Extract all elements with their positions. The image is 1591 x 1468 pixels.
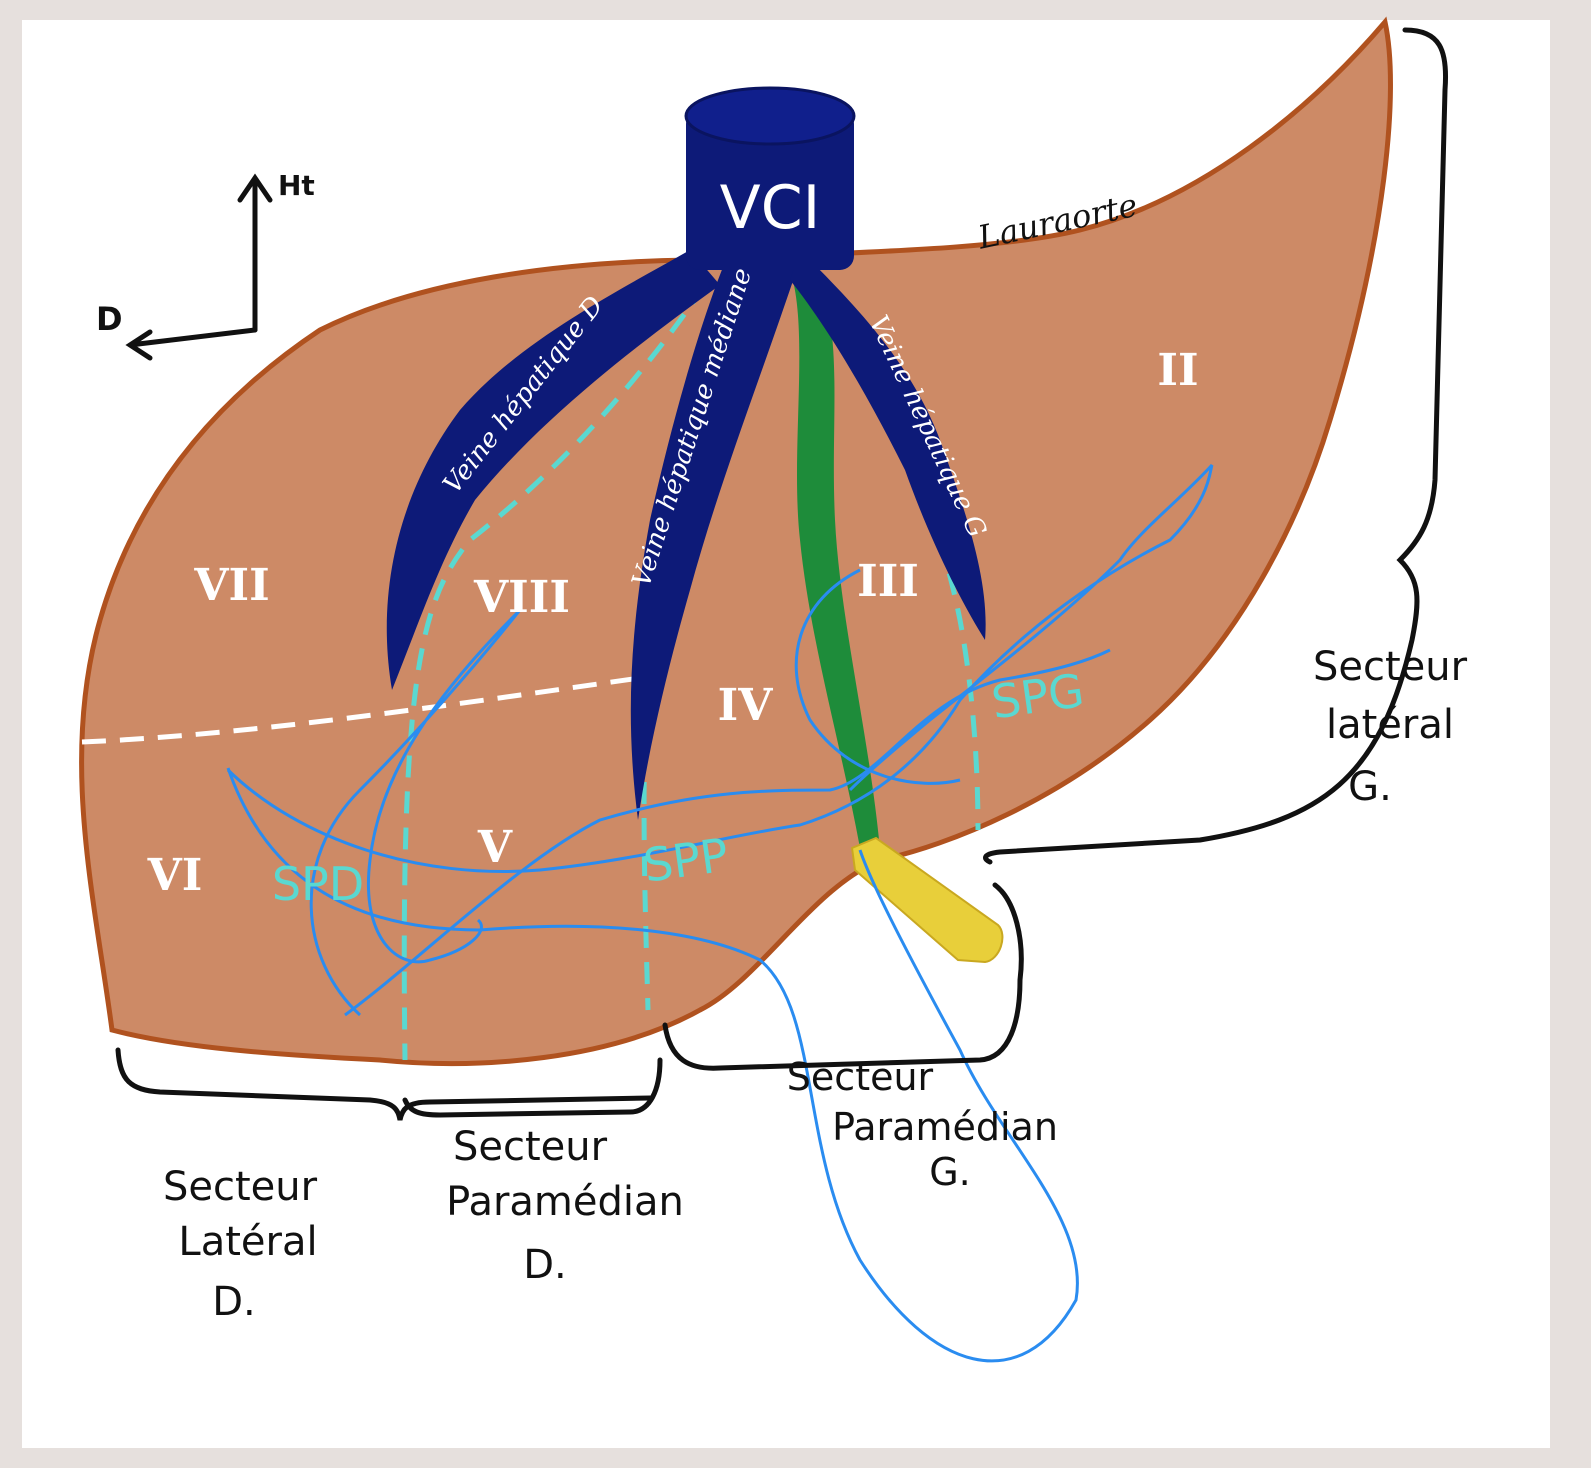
svg-text:latéral: latéral xyxy=(1326,702,1454,748)
svg-text:Paramédian: Paramédian xyxy=(446,1179,684,1225)
svg-text:Secteur: Secteur xyxy=(787,1055,934,1099)
svg-text:Secteur: Secteur xyxy=(1313,644,1468,690)
svg-text:G.: G. xyxy=(929,1150,971,1194)
segment-V: V xyxy=(477,822,513,873)
segment-III: III xyxy=(857,556,919,607)
segment-VIII: VIII xyxy=(473,572,570,623)
segment-VII: VII xyxy=(193,560,269,611)
vci-label: VCI xyxy=(720,173,821,243)
segment-II: II xyxy=(1157,345,1198,396)
up-axis xyxy=(240,178,270,330)
svg-text:Secteur: Secteur xyxy=(163,1164,318,1210)
right-axis xyxy=(130,330,255,358)
svg-text:Paramédian: Paramédian xyxy=(832,1105,1058,1149)
svg-text:D.: D. xyxy=(523,1242,567,1288)
gallbladder xyxy=(852,838,1002,962)
scissure-right-label: SPD xyxy=(272,857,364,911)
svg-text:G.: G. xyxy=(1348,764,1392,810)
svg-text:D.: D. xyxy=(212,1279,256,1325)
sector-lateral-right-label: Secteur Latéral D. xyxy=(163,1164,318,1325)
segment-VI: VI xyxy=(147,850,203,901)
orientation-up-label: Ht xyxy=(278,169,315,202)
orientation-right-label: D xyxy=(96,300,123,338)
brace-paramedian-right xyxy=(405,1060,660,1115)
svg-text:Latéral: Latéral xyxy=(178,1219,317,1265)
segment-IV: IV xyxy=(718,680,774,731)
svg-text:Secteur: Secteur xyxy=(453,1124,608,1170)
sector-paramedian-right-label: Secteur Paramédian D. xyxy=(446,1124,684,1288)
orientation-axes xyxy=(130,178,270,358)
vci-top xyxy=(686,88,854,144)
